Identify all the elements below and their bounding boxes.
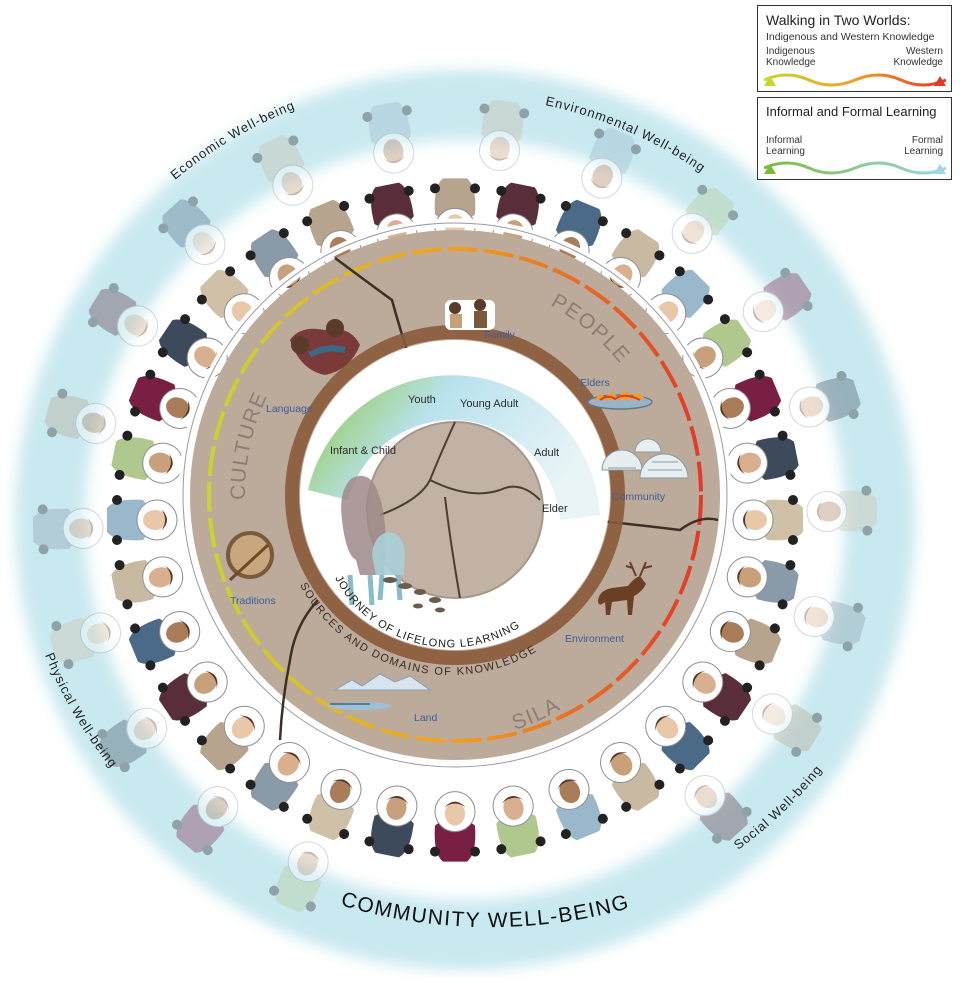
person-figure [430,791,480,862]
person-figure [49,612,122,670]
person-figure [111,430,184,484]
person-figure [269,841,329,913]
stage-infant-child: Infant & Child [330,445,396,457]
crack-line [278,599,319,741]
person-figure [788,370,861,428]
rainbow-band [207,247,703,743]
person-figure [196,705,265,774]
outer-mist-ring [15,70,915,970]
legend-rainbow-wave [764,73,946,87]
person-figure [682,661,753,726]
person-figure [158,196,226,265]
stage-young-adult: Young Adult [460,398,518,410]
legend-green-blue-wave [764,161,946,175]
person-figure [732,495,803,545]
person-figure [97,707,168,773]
drum-icon [226,531,274,582]
person-figure [600,741,665,812]
person-figure [157,661,228,726]
stage-adult: Adult [534,447,559,459]
person-figure [581,127,641,199]
language-label: Language [266,403,313,415]
igloo-icon [601,438,689,479]
person-figure [709,611,782,671]
legend-two-worlds: Walking in Two Worlds: Indigenous and We… [757,5,952,92]
person-figure [111,556,184,610]
person-figure [751,693,823,757]
traditions-label: Traditions [230,595,276,607]
land-icon [328,673,432,710]
person-figure [128,611,201,671]
person-figure [492,785,546,858]
person-figure [682,314,753,379]
person-figure [252,134,314,206]
legend-two-worlds-subtitle: Indigenous and Western Knowledge [766,31,935,43]
person-figure [364,785,418,858]
person-figure [107,495,178,545]
person-figure [806,485,878,536]
walking-figures [341,475,445,613]
legend-learning-title: Informal and Formal Learning [766,104,937,119]
fire-dish-icon [587,391,653,410]
person-figure [671,184,739,254]
caribou-icon [598,561,653,615]
center-crack [379,421,541,599]
person-figure [32,504,104,555]
person-figure [171,786,239,856]
person-figure [709,369,782,429]
people-circle [32,99,878,913]
person-figure [245,741,310,812]
person-figure [362,101,415,174]
person-figure [742,267,813,333]
person-figure [302,768,362,841]
person-figure [793,596,866,652]
person-figure [645,705,714,774]
person-figure [44,388,117,444]
rope-ring-edge [182,222,728,768]
person-figure [479,99,530,172]
family-icon [445,299,495,330]
person-figure [684,775,752,844]
stage-youth: Youth [408,394,436,406]
stage-elder: Elder [542,503,568,515]
language-icon [290,319,360,375]
legend-two-worlds-title: Walking in Two Worlds: [766,12,911,28]
land-label: Land [414,712,438,724]
person-figure [726,430,799,484]
elders-label: Elders [580,377,610,389]
environment-label: Environment [565,633,624,645]
person-figure [726,556,799,610]
sources-band [285,325,625,665]
community-label: Community [612,491,666,503]
journey-arc [308,375,600,520]
family-label: Family [484,329,516,341]
person-figure [548,768,608,841]
person-figure [87,283,159,347]
person-figure [196,266,265,335]
